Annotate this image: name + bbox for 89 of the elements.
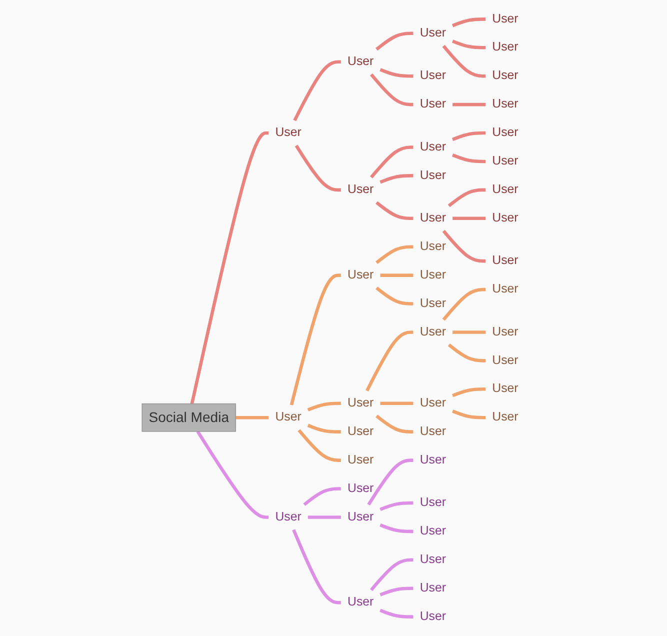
connector bbox=[452, 410, 486, 420]
connector bbox=[380, 608, 414, 618]
node-text: User bbox=[348, 396, 374, 410]
connector bbox=[290, 274, 341, 406]
connector bbox=[380, 68, 414, 78]
connector bbox=[452, 131, 486, 142]
connector bbox=[307, 402, 341, 412]
node-text: User bbox=[492, 125, 518, 140]
connector bbox=[292, 529, 341, 604]
node-text: User bbox=[420, 396, 446, 410]
connector bbox=[452, 330, 486, 334]
node-text: User bbox=[275, 125, 302, 140]
connector bbox=[370, 73, 414, 106]
connector bbox=[190, 131, 269, 404]
connector bbox=[452, 18, 486, 28]
node-text: User bbox=[348, 182, 374, 196]
node-text: User bbox=[492, 382, 518, 396]
connector bbox=[307, 424, 341, 434]
connector bbox=[442, 44, 486, 78]
node-text: User bbox=[420, 580, 446, 595]
node-text: User bbox=[420, 239, 446, 254]
node-text: User bbox=[420, 96, 446, 111]
connector bbox=[236, 416, 269, 420]
connector bbox=[452, 153, 486, 164]
connector bbox=[452, 102, 486, 106]
connector bbox=[380, 274, 414, 277]
node-text: User bbox=[492, 324, 518, 339]
connector bbox=[376, 201, 414, 220]
connector bbox=[370, 146, 414, 178]
node-text: User bbox=[420, 296, 446, 310]
connector bbox=[367, 458, 414, 506]
node-text: User bbox=[492, 410, 518, 424]
connector bbox=[452, 388, 486, 398]
connector bbox=[366, 330, 414, 392]
connector bbox=[380, 523, 414, 534]
connector bbox=[452, 216, 486, 220]
node-text: User bbox=[420, 324, 446, 339]
node-text: User bbox=[492, 353, 518, 368]
node-text: User bbox=[420, 210, 446, 225]
node-text: User bbox=[348, 54, 374, 68]
connector bbox=[376, 414, 414, 434]
node-text: User bbox=[492, 253, 518, 268]
node-text: User bbox=[492, 68, 518, 82]
node-text: User bbox=[420, 552, 446, 566]
node-text: User bbox=[348, 481, 374, 496]
connector bbox=[196, 430, 269, 519]
node-text: User bbox=[492, 182, 518, 196]
node-box: Social Media bbox=[142, 403, 236, 432]
connector bbox=[448, 188, 486, 208]
connector bbox=[380, 174, 414, 184]
connector bbox=[376, 245, 414, 264]
node-text: User bbox=[420, 609, 446, 624]
node-text: User bbox=[492, 12, 518, 26]
connector bbox=[380, 501, 414, 512]
connector bbox=[308, 516, 341, 519]
node-text: User bbox=[420, 424, 446, 438]
node-text: User bbox=[492, 40, 518, 54]
node-text: User bbox=[420, 268, 446, 282]
node-text: User bbox=[348, 594, 374, 609]
node-text: User bbox=[420, 140, 446, 154]
connector bbox=[376, 32, 414, 51]
connector bbox=[380, 402, 414, 406]
connector bbox=[298, 429, 341, 462]
connector bbox=[376, 286, 414, 306]
node-text: User bbox=[420, 168, 446, 182]
connector bbox=[442, 288, 486, 321]
connector bbox=[452, 40, 486, 50]
node-text: User bbox=[492, 282, 518, 296]
node-text: User bbox=[420, 524, 446, 538]
node-text: User bbox=[420, 26, 446, 40]
node-text: User bbox=[492, 210, 518, 225]
node-text: User bbox=[348, 424, 374, 438]
connector bbox=[303, 487, 341, 506]
node-text: User bbox=[275, 410, 302, 424]
connector bbox=[380, 586, 414, 596]
node-text: User bbox=[348, 268, 374, 282]
node-text: User bbox=[420, 495, 446, 510]
node-text: User bbox=[275, 510, 302, 524]
node-text: User bbox=[492, 154, 518, 168]
node-text: User bbox=[420, 452, 446, 467]
connector bbox=[293, 60, 341, 122]
node-text: User bbox=[492, 96, 518, 111]
connector bbox=[442, 230, 486, 263]
connector bbox=[370, 558, 414, 592]
node-text: User bbox=[348, 452, 374, 467]
node-text: User bbox=[420, 68, 446, 82]
connector bbox=[294, 144, 341, 192]
connector bbox=[448, 344, 486, 362]
node-text: User bbox=[348, 510, 374, 524]
